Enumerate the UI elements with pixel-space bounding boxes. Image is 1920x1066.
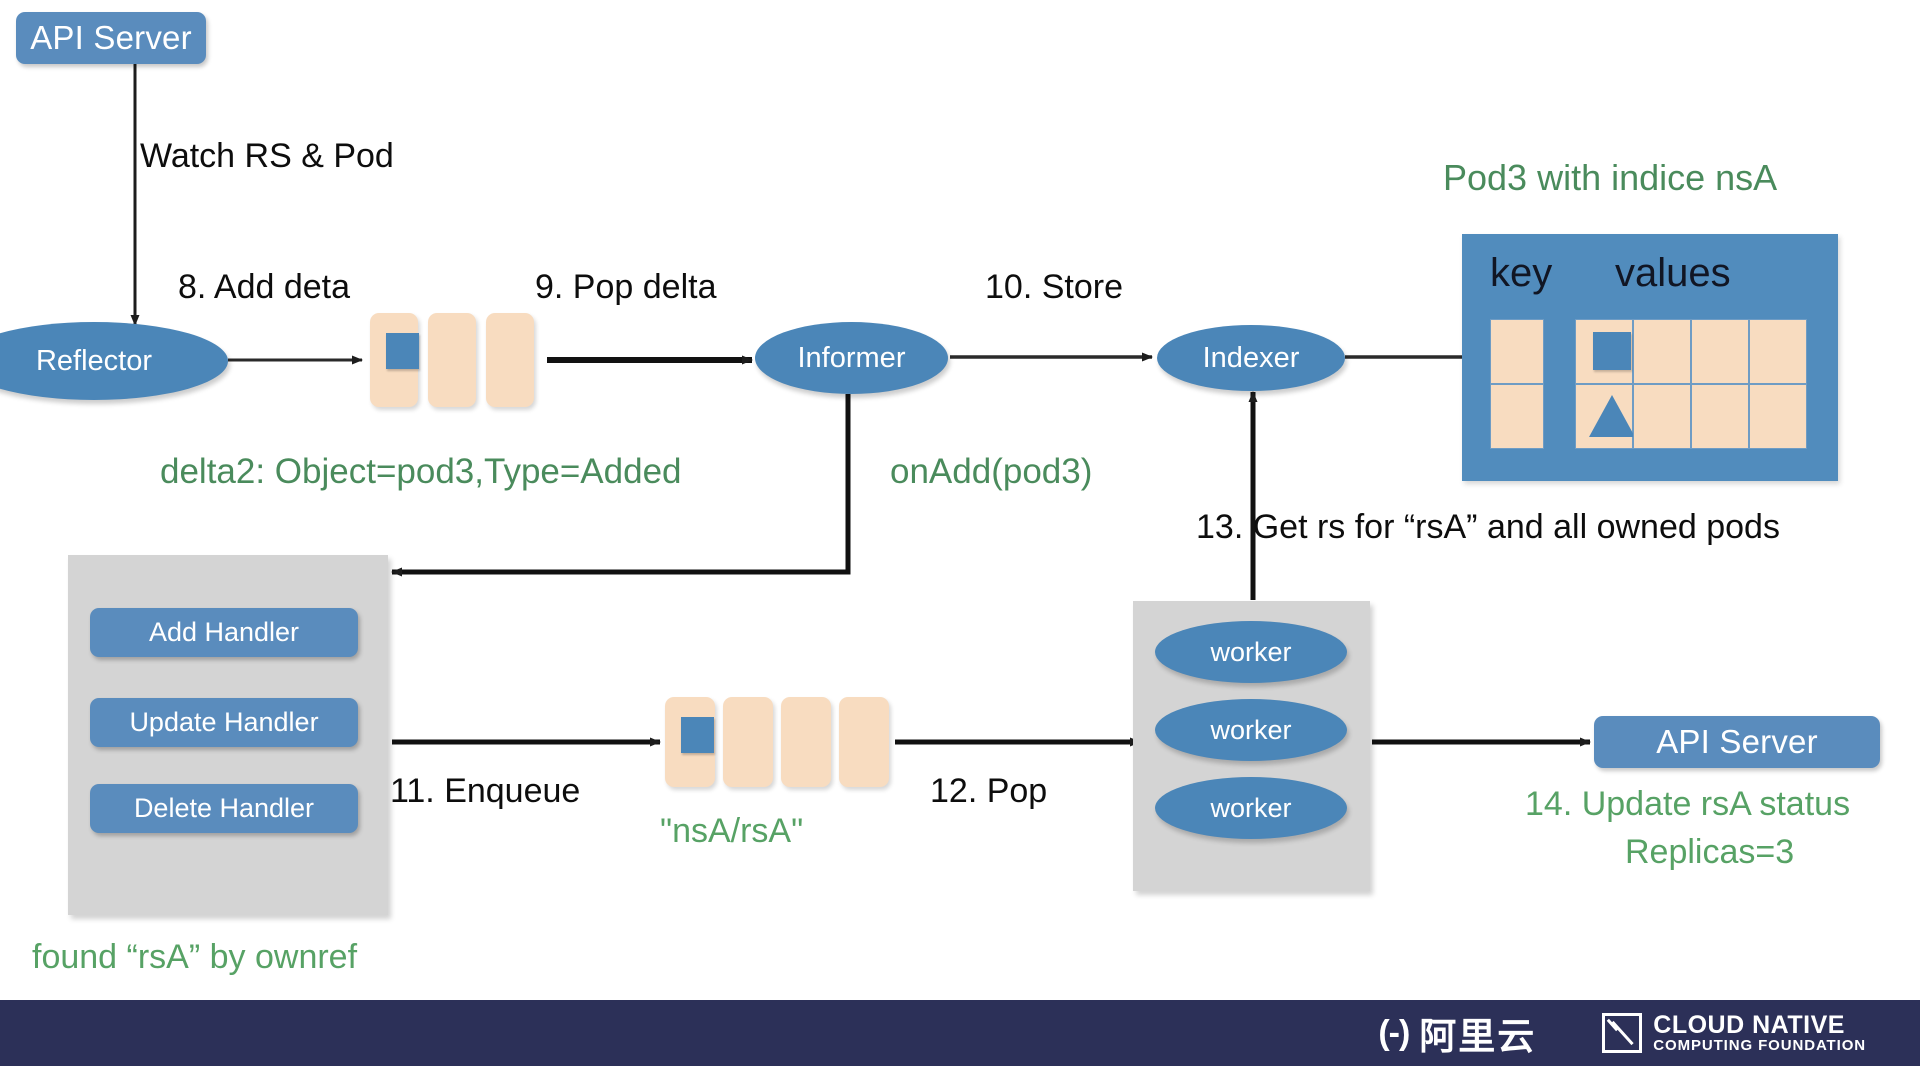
footer-bar: (-) 阿里云 CLOUD NATIVE COMPUTING FOUNDATIO… — [0, 1000, 1920, 1066]
triangle-glyph — [1589, 395, 1635, 437]
edge-label-step9: 9. Pop delta — [535, 268, 717, 306]
node-reflector[interactable]: Reflector — [0, 322, 228, 400]
indexer-table: key values — [1462, 234, 1838, 481]
annotation-onadd: onAdd(pod3) — [890, 452, 1093, 491]
table-value-cell-r1c4[interactable] — [1749, 319, 1807, 384]
workqueue-card-3[interactable] — [781, 697, 831, 787]
square-glyph — [681, 717, 714, 753]
table-value-cell-r1c3[interactable] — [1691, 319, 1749, 384]
node-worker-2[interactable]: worker — [1155, 699, 1347, 761]
edge-label-step13: 13. Get rs for “rsA” and all owned pods — [1196, 508, 1780, 546]
node-informer-label: Informer — [797, 341, 906, 374]
node-api-server-bottom-label: API Server — [1656, 723, 1818, 760]
square-glyph — [386, 333, 419, 369]
edge-label-step12: 12. Pop — [930, 772, 1048, 810]
annotation-nsa-rsa: "nsA/rsA" — [660, 812, 804, 850]
workqueue-card-2[interactable] — [723, 697, 773, 787]
annotation-pod3-indice: Pod3 with indice nsA — [1443, 157, 1778, 198]
add-handler-button[interactable]: Add Handler — [90, 608, 358, 657]
table-value-cell-r1c2[interactable] — [1633, 319, 1691, 384]
annotation-found-rsa: found “rsA” by ownref — [32, 938, 358, 976]
edge-label-step10: 10. Store — [985, 268, 1123, 306]
cncf-mark-icon — [1602, 1013, 1643, 1053]
cncf-wordmark: CLOUD NATIVE COMPUTING FOUNDATION — [1653, 1011, 1866, 1054]
aliyun-name-label: 阿里云 — [1419, 1016, 1537, 1057]
table-header-values: values — [1615, 251, 1731, 295]
edge-label-step11: 11. Enqueue — [390, 772, 581, 810]
annotation-delta2: delta2: Object=pod3,Type=Added — [160, 452, 682, 491]
node-indexer[interactable]: Indexer — [1157, 325, 1345, 391]
table-value-cell-r2c3[interactable] — [1691, 384, 1749, 449]
cncf-line1-label: CLOUD NATIVE — [1653, 1011, 1845, 1039]
aliyun-bracket-icon: (-) — [1378, 1013, 1410, 1052]
worker-pool-panel: worker worker worker — [1133, 601, 1370, 891]
table-value-cell-r1c1[interactable] — [1575, 319, 1633, 384]
table-value-cell-r2c2[interactable] — [1633, 384, 1691, 449]
node-worker-3[interactable]: worker — [1155, 777, 1347, 839]
workqueue-card-1[interactable] — [665, 697, 715, 787]
update-handler-button[interactable]: Update Handler — [90, 698, 358, 747]
delta-card-3[interactable] — [486, 313, 534, 407]
edge-label-step8: 8. Add deta — [178, 268, 351, 306]
aliyun-logo: (-) 阿里云 — [1378, 1006, 1536, 1060]
square-glyph — [1593, 332, 1631, 370]
work-queue — [665, 697, 897, 789]
delta-card-1[interactable] — [370, 313, 419, 407]
workqueue-card-4[interactable] — [839, 697, 889, 787]
node-api-server-top[interactable]: API Server — [16, 12, 206, 64]
table-header-key: key — [1490, 251, 1553, 295]
node-indexer-label: Indexer — [1202, 341, 1300, 374]
table-key-cell-1[interactable] — [1490, 319, 1544, 384]
edge-label-watch: Watch RS & Pod — [140, 137, 394, 175]
delta-fifo-queue — [370, 313, 550, 409]
annotation-step14-line2: Replicas=3 — [1625, 833, 1795, 871]
table-key-cell-2[interactable] — [1490, 384, 1544, 449]
event-handler-panel: Add Handler Update Handler Delete Handle… — [68, 555, 388, 915]
delta-card-2[interactable] — [428, 313, 476, 407]
cncf-logo: CLOUD NATIVE COMPUTING FOUNDATION — [1602, 1013, 1866, 1053]
annotation-step14-line1: 14. Update rsA status — [1525, 785, 1851, 823]
node-reflector-label: Reflector — [35, 344, 153, 377]
table-value-cell-r2c1[interactable] — [1575, 384, 1635, 449]
node-informer[interactable]: Informer — [755, 322, 948, 394]
node-api-server-top-label: API Server — [30, 19, 192, 56]
table-value-cell-r2c4[interactable] — [1749, 384, 1807, 449]
node-worker-1[interactable]: worker — [1155, 621, 1347, 683]
cncf-line2-label: COMPUTING FOUNDATION — [1653, 1037, 1866, 1054]
delete-handler-button[interactable]: Delete Handler — [90, 784, 358, 833]
node-api-server-bottom[interactable]: API Server — [1594, 716, 1880, 768]
